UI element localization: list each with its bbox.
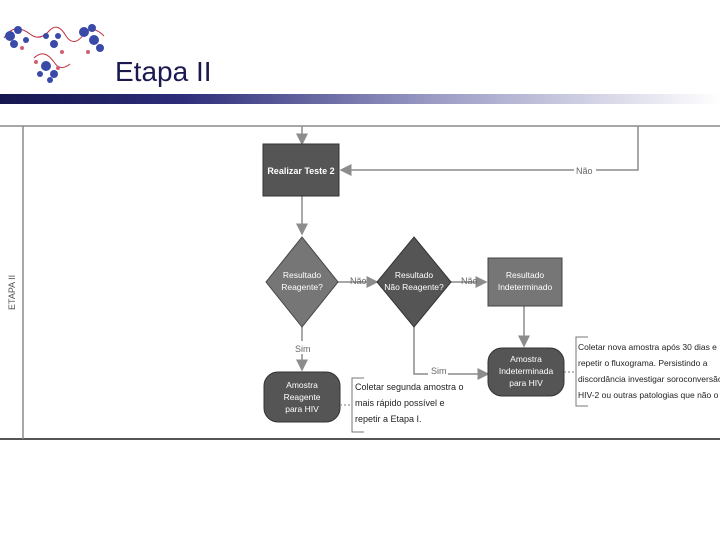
d1-nao-label: Não [350, 276, 367, 286]
decision-resultado-nao-reagente-line1: Resultado [395, 270, 434, 280]
note2-line4: HIV-2 ou outras patologias que não o HIV… [578, 390, 720, 400]
d2-sim-label: Sim [431, 366, 447, 376]
flowchart: ETAPA II Não Não Não Sim Sim Realizar Te… [0, 124, 720, 444]
loop-nao-label: Não [576, 166, 593, 176]
terminal-amostra-indeterminada-line1: Amostra [510, 354, 542, 364]
lane-label: ETAPA II [7, 275, 17, 310]
process-resultado-indeterminado-line2: Indeterminado [498, 282, 553, 292]
terminal-amostra-reagente-line2: Reagente [284, 392, 321, 402]
terminal-amostra-reagente-line1: Amostra [286, 380, 318, 390]
note1-line1: Coletar segunda amostra o [355, 382, 464, 392]
slide-title: Etapa II [115, 56, 212, 88]
note2-line2: repetir o fluxograma. Persistindo a [578, 358, 708, 368]
decision-resultado-reagente-line1: Resultado [283, 270, 322, 280]
note2-line3: discordância investigar soroconversão, [578, 374, 720, 384]
terminal-amostra-indeterminada-line2: Indeterminada [499, 366, 554, 376]
terminal-amostra-reagente-line3: para HIV [285, 404, 319, 414]
note2-line1: Coletar nova amostra após 30 dias e [578, 342, 717, 352]
decision-resultado-nao-reagente-line2: Não Reagente? [384, 282, 444, 292]
process-realizar-teste-2-label: Realizar Teste 2 [267, 166, 334, 176]
terminal-amostra-indeterminada-line3: para HIV [509, 378, 543, 388]
d2-nao-label: Não [461, 276, 478, 286]
d1-sim-label: Sim [295, 344, 311, 354]
process-resultado-indeterminado-line1: Resultado [506, 270, 545, 280]
molecule-logo [0, 12, 110, 88]
note1-line2: mais rápido possível e [355, 398, 445, 408]
d2-to-end-indet-connector [414, 327, 488, 374]
note1-line3: repetir a Etapa I. [355, 414, 422, 424]
decision-resultado-reagente-line2: Reagente? [281, 282, 323, 292]
title-divider-bar [0, 94, 720, 104]
